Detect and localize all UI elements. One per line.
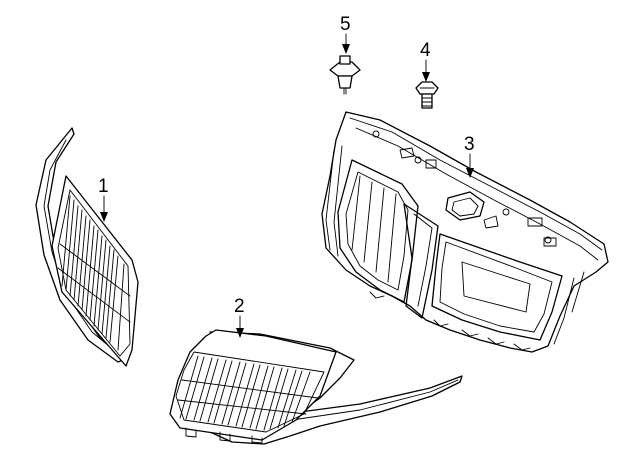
part-1-grille-insert [35,127,139,367]
callout-3: 3 [464,134,475,155]
callout-4: 4 [420,40,431,61]
arrowhead-5 [342,44,350,54]
part-5-retainer [329,55,361,95]
arrowhead-4 [422,72,430,82]
part-2-lower-grille [169,329,463,445]
callout-2: 2 [234,296,245,317]
arrowhead-3 [466,168,474,178]
part-4-bolt [415,81,439,109]
leader-arrows [100,33,474,338]
callout-5: 5 [340,14,351,35]
arrowhead-1 [100,212,108,222]
arrowhead-2 [236,328,244,338]
part-3-grille-frame [321,111,609,353]
callout-1: 1 [98,176,109,197]
